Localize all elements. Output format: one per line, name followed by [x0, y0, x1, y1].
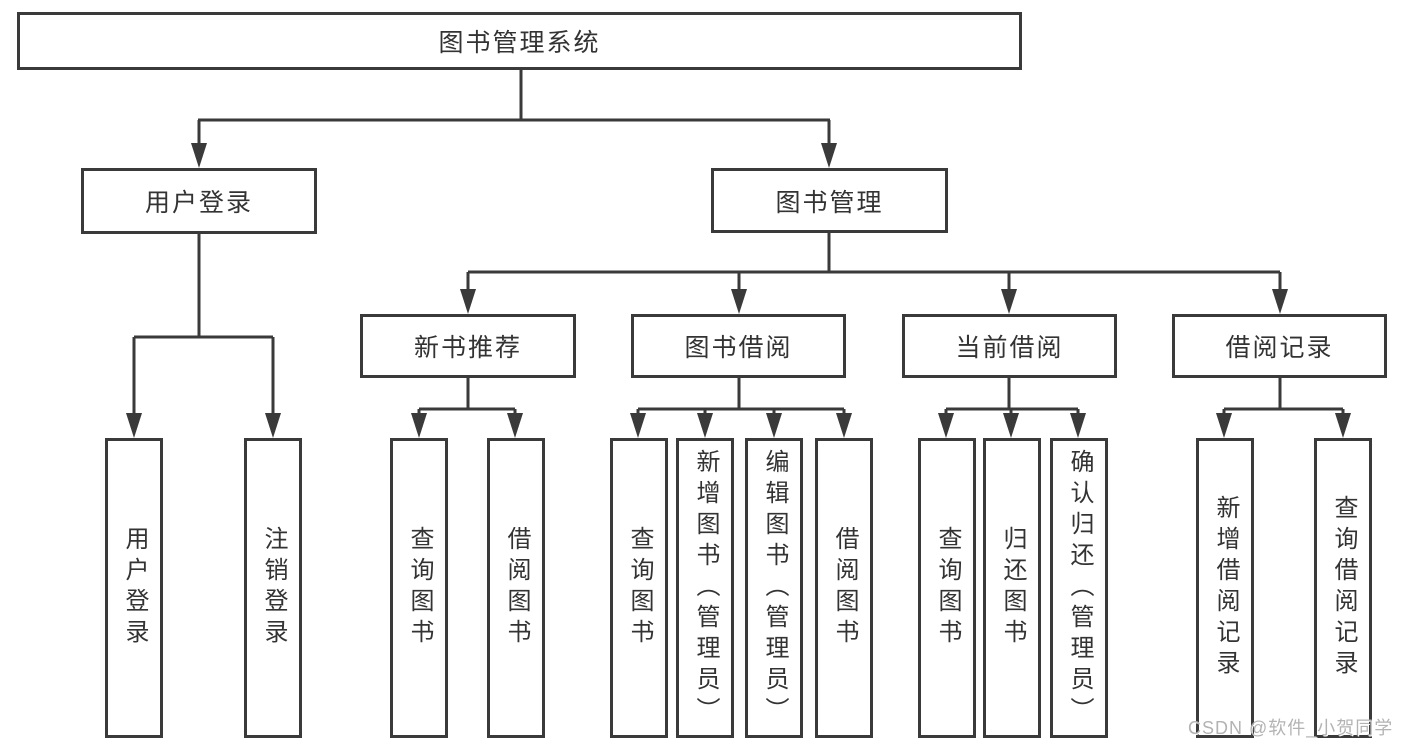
leaf-user-login: 用户登录 [105, 438, 163, 738]
node-borrow-records: 借阅记录 [1172, 314, 1387, 378]
leaf-return-book: 归还图书 [983, 438, 1041, 738]
node-current-borrow: 当前借阅 [902, 314, 1117, 378]
arrow-down-icon [1070, 413, 1086, 438]
leaf-confirm-return-admin: 确认归还（管理员） [1050, 438, 1108, 738]
arrow-down-icon [1272, 289, 1288, 314]
arrow-down-icon [411, 413, 427, 438]
arrow-down-icon [507, 413, 523, 438]
arrow-down-icon [766, 413, 782, 438]
arrow-down-icon [191, 143, 207, 168]
arrow-down-icon [1216, 413, 1232, 438]
arrow-down-icon [265, 413, 281, 438]
node-book-management: 图书管理 [711, 168, 948, 233]
leaf-edit-book-admin: 编辑图书（管理员） [745, 438, 803, 738]
leaf-borrow-books-recommend: 借阅图书 [487, 438, 545, 738]
node-book-borrow: 图书借阅 [631, 314, 846, 378]
leaf-query-books-recommend: 查询图书 [390, 438, 448, 738]
node-new-book-recommend: 新书推荐 [360, 314, 576, 378]
csdn-watermark: CSDN @软件_小贺同学 [1188, 718, 1394, 738]
leaf-logout: 注销登录 [244, 438, 302, 738]
arrow-down-icon [731, 289, 747, 314]
arrow-down-icon [1003, 413, 1019, 438]
leaf-borrow-books: 借阅图书 [815, 438, 873, 738]
leaf-query-borrow-record: 查询借阅记录 [1314, 438, 1372, 738]
arrow-down-icon [938, 413, 954, 438]
arrow-down-icon [1335, 413, 1351, 438]
arrow-down-icon [697, 413, 713, 438]
root-node-library-system: 图书管理系统 [17, 12, 1022, 70]
leaf-query-books-current: 查询图书 [918, 438, 976, 738]
arrow-down-icon [630, 413, 646, 438]
leaf-add-borrow-record: 新增借阅记录 [1196, 438, 1254, 738]
leaf-query-books-borrow: 查询图书 [610, 438, 668, 738]
arrow-down-icon [126, 413, 142, 438]
leaf-add-book-admin: 新增图书（管理员） [676, 438, 734, 738]
arrow-down-icon [460, 289, 476, 314]
arrow-down-icon [836, 413, 852, 438]
arrow-down-icon [1001, 289, 1017, 314]
arrow-down-icon [821, 143, 837, 168]
node-user-login: 用户登录 [81, 168, 317, 234]
